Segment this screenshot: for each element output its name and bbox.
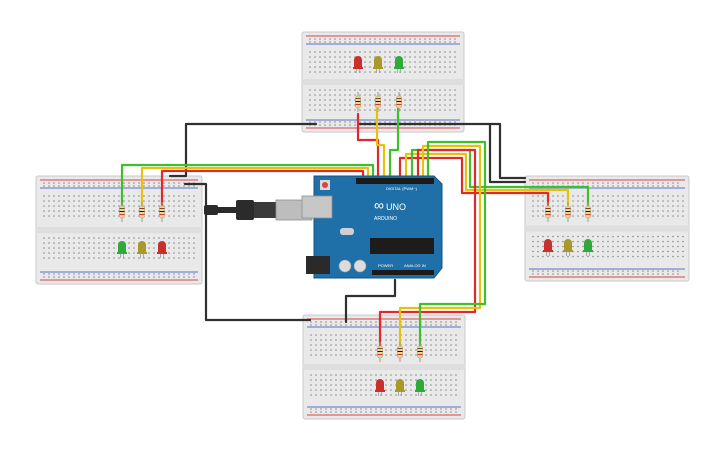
power-jack-icon [306, 256, 330, 274]
wire-red-bottom[interactable] [378, 148, 477, 357]
wire-green-right[interactable] [410, 148, 590, 207]
wire-green-top[interactable] [388, 106, 400, 182]
wire-yellow-top[interactable] [375, 106, 386, 182]
breadboard-bottom[interactable] [302, 314, 466, 420]
wire-yellow-right[interactable] [404, 152, 570, 207]
digital-label: DIGITAL (PWM~) [386, 186, 418, 191]
led-icon[interactable] [137, 241, 147, 258]
wire-black-top-left[interactable] [168, 122, 318, 178]
wire-black-bottom-gnd[interactable] [344, 278, 397, 324]
resistor-icon[interactable] [375, 92, 381, 112]
resistor-icon[interactable] [377, 342, 383, 362]
breadboard-left[interactable] [35, 175, 203, 285]
wire-green-left[interactable] [120, 163, 375, 207]
wire-red-top[interactable] [356, 112, 380, 182]
led-icon[interactable] [415, 379, 425, 396]
digital-header[interactable] [356, 178, 434, 184]
breadboard-top[interactable] [301, 31, 465, 133]
led-icon[interactable] [373, 56, 383, 73]
capacitor-icon [353, 259, 367, 273]
resistor-icon[interactable] [396, 92, 402, 112]
led-icon[interactable] [394, 56, 404, 73]
wire-black-right-gnd[interactable] [488, 123, 527, 184]
breadboard-right[interactable] [524, 175, 690, 282]
capacitor-icon [338, 259, 352, 273]
led-icon[interactable] [157, 241, 167, 258]
wire-yellow-left[interactable] [140, 166, 370, 207]
wire-red-right[interactable] [398, 156, 550, 207]
board-brand-label: ARDUINO [374, 216, 397, 222]
ic-chip-icon [370, 238, 434, 254]
resistor-icon[interactable] [159, 202, 165, 222]
wire-black-top-right[interactable] [358, 122, 527, 180]
components [117, 56, 593, 396]
wires [120, 106, 590, 357]
power-label: POWER [378, 263, 393, 268]
usb-cable-icon[interactable] [204, 199, 313, 221]
resistor-icon[interactable] [355, 92, 361, 112]
wire-black-left-gnd[interactable] [183, 182, 312, 322]
arduino-uno-board[interactable]: ∞ UNO ARDUINO DIGITAL (PWM~) POWER ANALO… [301, 175, 443, 279]
resistor-icon[interactable] [565, 202, 571, 222]
resistor-icon[interactable] [139, 202, 145, 222]
led-icon[interactable] [583, 239, 593, 256]
led-icon[interactable] [543, 239, 553, 256]
resistor-icon[interactable] [119, 202, 125, 222]
resistor-icon[interactable] [417, 342, 423, 362]
wire-yellow-bottom[interactable] [398, 144, 482, 357]
resistor-icon[interactable] [545, 202, 551, 222]
led-icon[interactable] [563, 239, 573, 256]
resistor-icon[interactable] [397, 342, 403, 362]
resistor-icon[interactable] [585, 202, 591, 222]
wire-green-bottom[interactable] [418, 140, 487, 357]
board-model-label: UNO [386, 202, 406, 212]
led-icon[interactable] [375, 379, 385, 396]
power-header[interactable] [372, 270, 434, 275]
usb-port-icon [301, 195, 333, 219]
arduino-logo-icon: ∞ [374, 197, 384, 213]
led-icon[interactable] [353, 56, 363, 73]
crystal-icon [340, 228, 354, 235]
led-icon[interactable] [117, 241, 127, 258]
analog-label: ANALOG IN [404, 263, 426, 268]
led-icon[interactable] [395, 379, 405, 396]
